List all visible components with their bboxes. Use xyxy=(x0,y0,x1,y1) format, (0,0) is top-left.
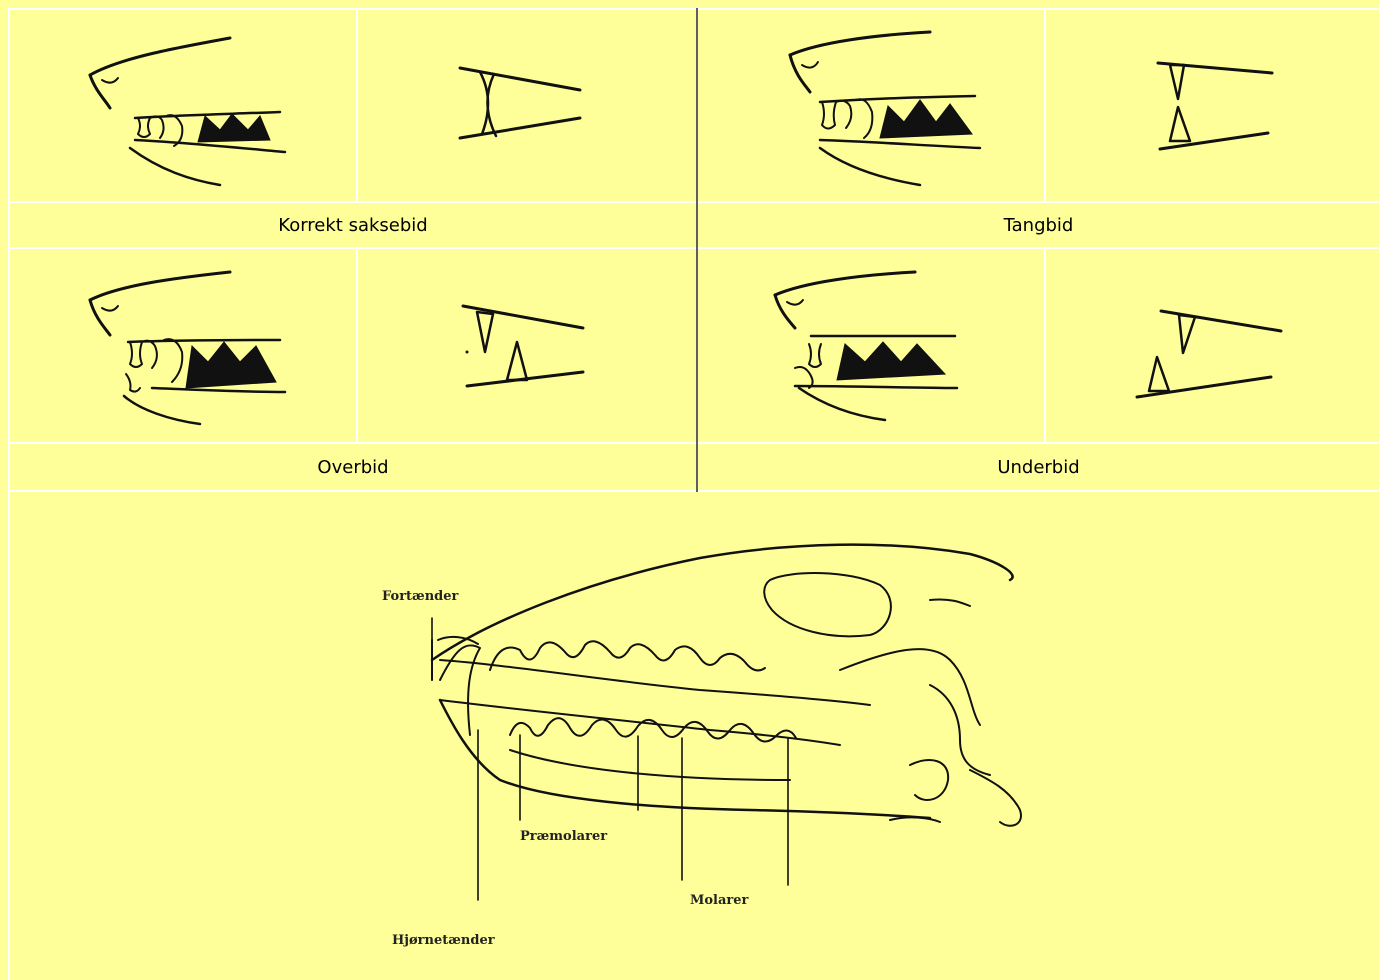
caption-correct-bite: Korrekt saksebid xyxy=(10,203,696,247)
grid-line-row2 xyxy=(8,247,1379,249)
label-canines: Hjørnetænder xyxy=(392,933,495,948)
grid-line-row4 xyxy=(8,490,1379,492)
caption-undershot-bite: Underbid xyxy=(698,444,1379,490)
undershot-bite-side-drawing xyxy=(765,270,985,430)
correct-bite-side-drawing xyxy=(80,30,300,190)
grid-line-left xyxy=(8,8,10,980)
label-molars: Molarer xyxy=(690,893,749,908)
overshot-bite-front-drawing xyxy=(455,300,605,400)
center-divider xyxy=(696,8,698,492)
grid-line-mid-right xyxy=(1044,8,1046,202)
grid-line-mid-left xyxy=(356,8,358,202)
dog-skull-teeth-diagram: Fortænder Præmolarer Molarer Hjørnetænde… xyxy=(370,540,1050,960)
grid-line-mid-right-2 xyxy=(1044,248,1046,442)
grid-line-top xyxy=(8,8,1379,10)
level-bite-side-drawing xyxy=(780,30,1000,190)
correct-bite-front-drawing xyxy=(450,60,600,160)
caption-overshot-bite: Overbid xyxy=(10,444,696,490)
overshot-bite-side-drawing xyxy=(80,270,300,430)
level-bite-front-drawing xyxy=(1150,55,1300,155)
grid-line-mid-left-2 xyxy=(356,248,358,442)
label-incisors: Fortænder xyxy=(382,589,459,604)
label-premolars: Præmolarer xyxy=(520,829,607,844)
undershot-bite-front-drawing xyxy=(1135,305,1285,405)
caption-level-bite: Tangbid xyxy=(698,203,1379,247)
